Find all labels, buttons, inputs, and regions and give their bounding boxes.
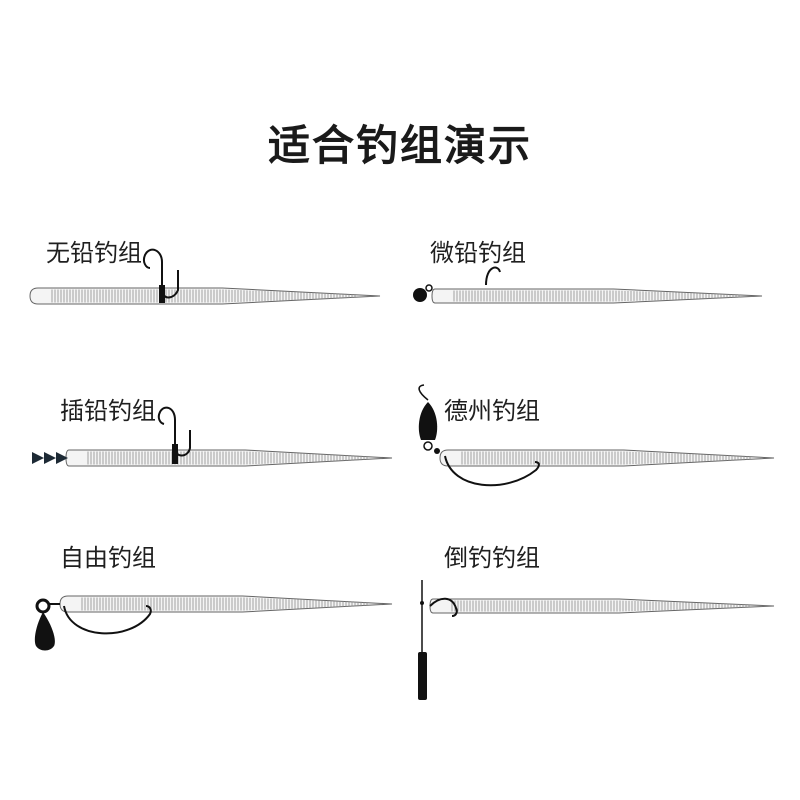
swivel-eye: [434, 448, 440, 454]
hook-shank-icon: [159, 285, 165, 303]
snap-ring: [35, 598, 51, 614]
worm-ribs: [461, 451, 751, 465]
bullet-weight-icon: [418, 402, 438, 440]
rig-texas-illustration: [418, 384, 775, 487]
hook-line: [157, 406, 176, 448]
worm-ribs: [453, 290, 740, 302]
rig-micro-weight-illustration: [413, 266, 763, 304]
line: [418, 384, 429, 401]
page-title: 适合钓组演示: [267, 121, 532, 170]
hook-icon: [485, 266, 501, 286]
rig-drop-shot-illustration: [418, 580, 775, 700]
soft-worm-body: [439, 449, 775, 467]
drop-weight-icon: [34, 612, 55, 651]
hook-shank-icon: [172, 444, 178, 464]
soft-worm-body: [431, 288, 763, 304]
line-eye: [425, 284, 433, 292]
hook-icon: [444, 455, 540, 487]
jig-head-weight: [413, 288, 427, 302]
rig-free-illustration: [34, 595, 393, 651]
rig-insert-weight-illustration: [32, 406, 393, 467]
worm-ribs: [81, 597, 368, 611]
bead: [423, 441, 433, 451]
drop-shot-weight-icon: [418, 652, 427, 700]
knot: [420, 601, 424, 605]
hook-icon: [429, 597, 458, 617]
rig-label-micro-weight: 微铅钓组: [430, 239, 526, 267]
rig-label-texas: 德州钓组: [444, 397, 540, 425]
rig-label-weightless: 无铅钓组: [46, 239, 142, 267]
rig-label-free: 自由钓组: [60, 544, 156, 572]
rig-label-insert-weight: 插铅钓组: [60, 397, 156, 425]
insert-weight-icon: [32, 452, 68, 464]
worm-ribs: [87, 451, 368, 465]
hook-line: [142, 248, 163, 290]
hook-icon: [63, 605, 152, 635]
rig-label-drop-shot: 倒钓钓组: [444, 544, 540, 572]
rig-weightless-illustration: [29, 248, 381, 305]
